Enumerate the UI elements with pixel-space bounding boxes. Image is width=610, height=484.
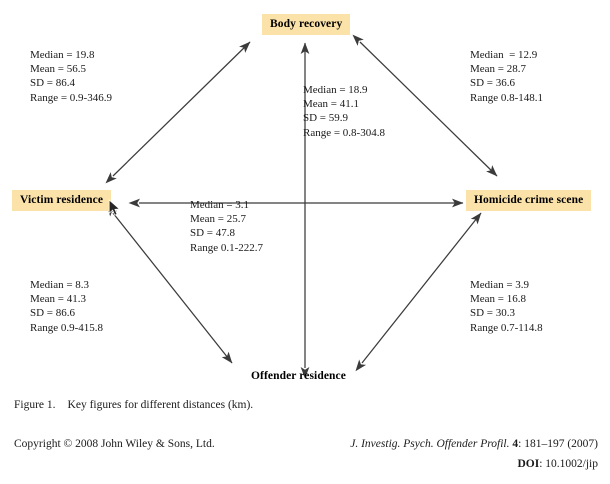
- arrow-body-recovery-homicide-crime-scene: [352, 34, 498, 177]
- stat-sd: SD = 86.6: [30, 307, 76, 320]
- stats-victim-residence-homicide-crime-scene: Median = 3.1 Mean = 25.7 SD = 47.8 Range…: [190, 198, 263, 255]
- stat-median: Median = 8.3: [30, 279, 90, 291]
- stats-body-recovery-homicide-crime-scene: Median = 12.9 Mean = 28.7 SD = 36.6 Rang…: [470, 48, 543, 105]
- stat-sd: SD = 30.3: [470, 307, 516, 320]
- stat-mean: Mean = 25.7: [190, 213, 246, 226]
- stat-median: Median = 3.9: [470, 279, 530, 291]
- node-homicide-crime-scene[interactable]: Homicide crime scene: [466, 190, 592, 211]
- stat-mean: Mean = 41.3: [30, 293, 86, 306]
- stat-sd: SD = 47.8: [190, 227, 236, 240]
- stats-victim-residence-body-recovery: Median = 19.8 Mean = 56.5 SD = 86.4 Rang…: [30, 48, 112, 105]
- journal-name: J. Investig. Psych. Offender Profil.: [350, 438, 510, 450]
- stat-mean: Mean = 16.8: [470, 293, 526, 306]
- stat-mean: Mean = 56.5: [30, 63, 86, 76]
- stat-median: Median = 19.8: [30, 49, 95, 61]
- stat-mean: Mean = 41.1: [303, 98, 359, 111]
- node-body-recovery[interactable]: Body recovery: [262, 14, 351, 35]
- footer-copyright: Copyright © 2008 John Wiley & Sons, Ltd.: [14, 438, 215, 450]
- footer-journal-citation: J. Investig. Psych. Offender Profil. 4: …: [350, 438, 598, 450]
- stat-sd: SD = 86.4: [30, 77, 76, 90]
- stat-median: Median = 3.1: [190, 199, 250, 211]
- figure-caption: Figure 1. Key figures for different dista…: [14, 399, 253, 411]
- arrow-victim-residence-body-recovery: [105, 41, 251, 184]
- footer-doi: DOI: 10.1002/jip: [517, 458, 598, 470]
- doi-value: : 10.1002/jip: [539, 458, 598, 470]
- stat-mean: Mean = 28.7: [470, 63, 526, 76]
- figure-caption-label: Figure 1.: [14, 399, 56, 411]
- journal-pages-year: : 181–197 (2007): [518, 438, 598, 450]
- stat-range: Range 0.8-148.1: [470, 91, 544, 104]
- arrow-victim-residence-offender-residence: [106, 204, 233, 364]
- stat-sd: SD = 36.6: [470, 77, 516, 90]
- arrow-offender-residence-homicide-crime-scene: [355, 212, 482, 372]
- journal-volume: 4: [512, 438, 519, 450]
- stat-median: Median = 18.9: [303, 84, 368, 96]
- stat-range: Range = 0.9-346.9: [30, 91, 112, 104]
- stat-range: Range 0.7-114.8: [470, 321, 543, 334]
- stat-sd: SD = 59.9: [303, 112, 349, 125]
- stat-range: Range 0.1-222.7: [190, 241, 264, 254]
- stats-offender-residence-homicide-crime-scene: Median = 3.9 Mean = 16.8 SD = 30.3 Range…: [470, 278, 543, 335]
- stat-range: Range 0.9-415.8: [30, 321, 104, 334]
- doi-label: DOI: [517, 458, 540, 470]
- node-offender-residence[interactable]: Offender residence: [251, 370, 346, 382]
- stats-offender-residence-body-recovery: Median = 18.9 Mean = 41.1 SD = 59.9 Rang…: [303, 83, 385, 140]
- stat-range: Range = 0.8-304.8: [303, 126, 385, 139]
- stat-median: Median = 12.9: [470, 49, 538, 61]
- figure-caption-text: Key figures for different distances (km)…: [67, 399, 254, 411]
- node-victim-residence[interactable]: Victim residence: [12, 190, 112, 211]
- stats-victim-residence-offender-residence: Median = 8.3 Mean = 41.3 SD = 86.6 Range…: [30, 278, 103, 335]
